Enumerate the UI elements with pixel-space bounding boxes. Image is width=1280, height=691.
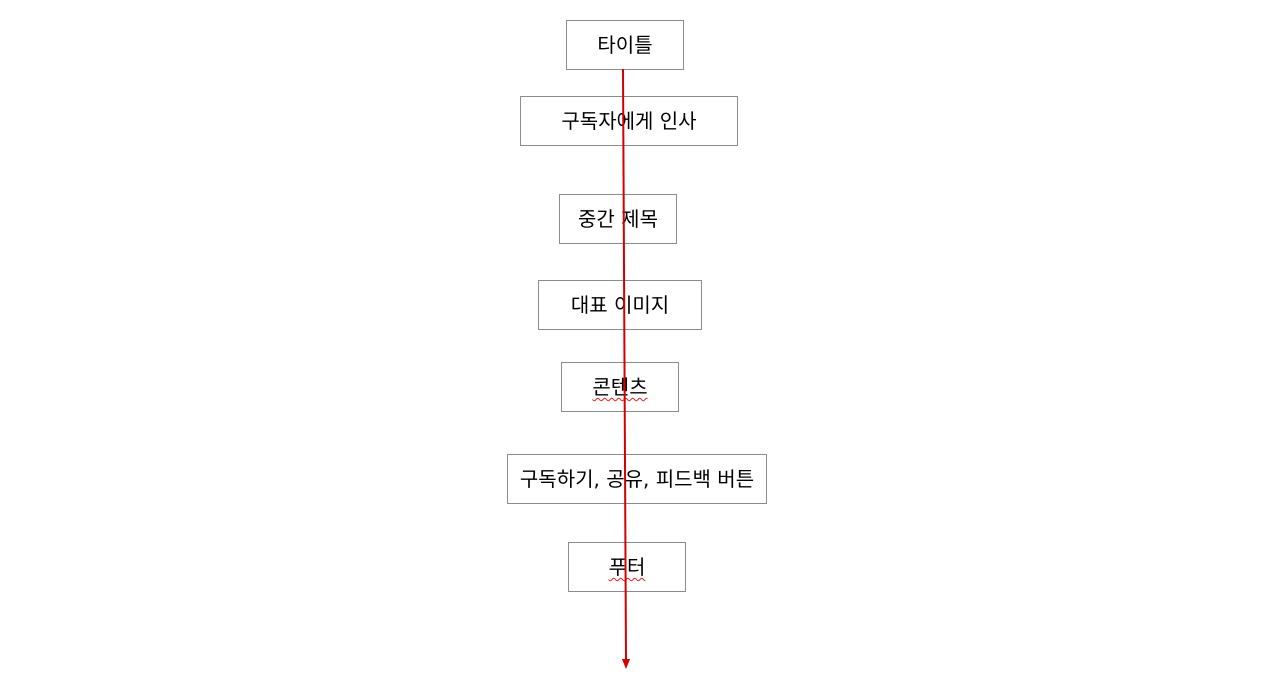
content-box-label: 콘텐츠 xyxy=(592,375,648,399)
buttons-box-label: 구독하기, 공유, 피드백 버튼 xyxy=(519,467,755,491)
title-box: 타이틀 xyxy=(566,20,684,70)
footer-box-label: 푸터 xyxy=(608,555,646,579)
featured-image-box-label: 대표 이미지 xyxy=(570,293,670,317)
subheading-box-label: 중간 제목 xyxy=(578,207,658,231)
greeting-box-label: 구독자에게 인사 xyxy=(561,109,697,133)
buttons-box: 구독하기, 공유, 피드백 버튼 xyxy=(507,454,767,504)
footer-box: 푸터 xyxy=(568,542,686,592)
flow-arrow-head xyxy=(622,659,630,669)
title-box-label: 타이틀 xyxy=(597,33,653,57)
greeting-box: 구독자에게 인사 xyxy=(520,96,738,146)
content-box: 콘텐츠 xyxy=(561,362,679,412)
featured-image-box: 대표 이미지 xyxy=(538,280,702,330)
subheading-box: 중간 제목 xyxy=(559,194,677,244)
